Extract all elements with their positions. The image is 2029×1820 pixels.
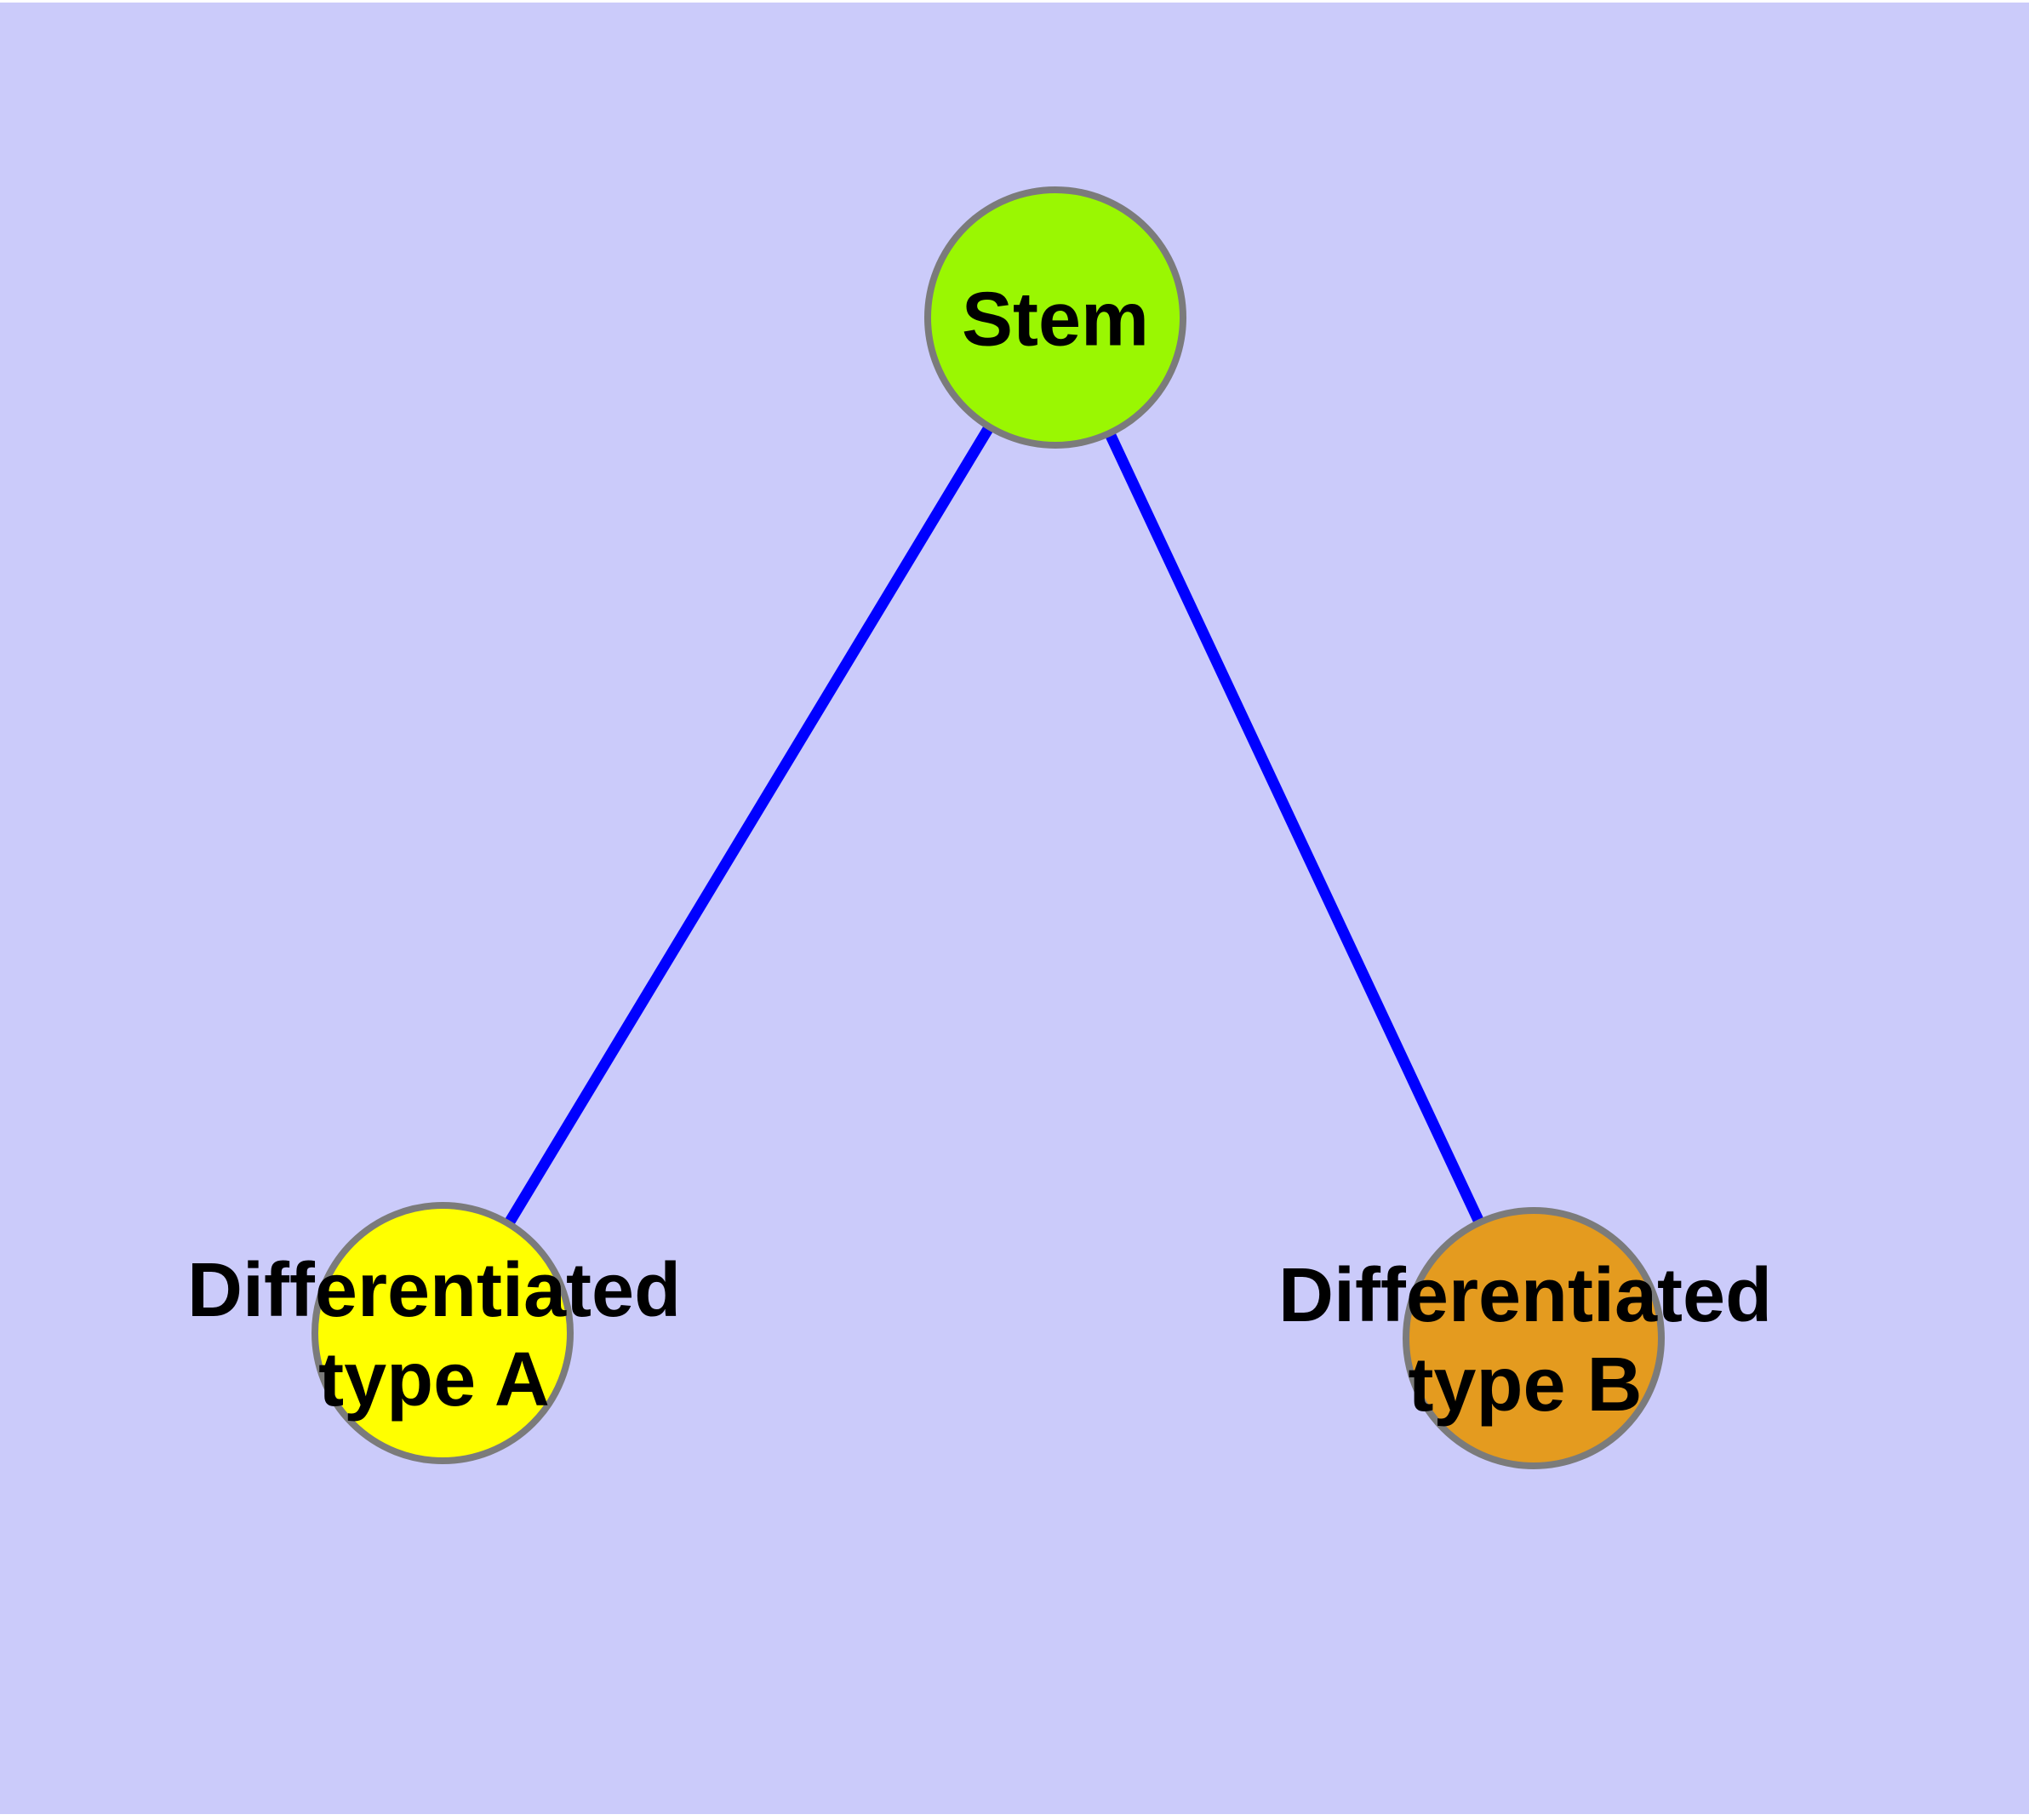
node-differentiated-type-a-label-line-1: Differentiated [186, 1248, 682, 1333]
node-differentiated-type-a-label-line-2: type A [318, 1337, 550, 1422]
node-differentiated-type-b-label-line-2: type B [1408, 1342, 1643, 1428]
edge-stem-to-type-a [437, 314, 1060, 1336]
node-differentiated-type-b-label-line-1: Differentiated [1277, 1253, 1773, 1338]
graph-svg [311, 186, 1665, 1469]
plot-background: Stem Differentiated type A Differentiate… [0, 3, 2029, 1814]
node-stem-label: Stem [962, 276, 1149, 365]
node-stem-label-line: Stem [961, 277, 1150, 363]
node-differentiated-type-a-circle [311, 1202, 574, 1464]
node-stem-circle [924, 186, 1186, 449]
node-differentiated-type-a-label: Differentiated type A [187, 1246, 681, 1425]
edge-stem-to-type-b [1050, 315, 1539, 1341]
node-differentiated-type-b-label: Differentiated type B [1278, 1251, 1772, 1430]
node-differentiated-type-b-circle [1403, 1207, 1665, 1469]
